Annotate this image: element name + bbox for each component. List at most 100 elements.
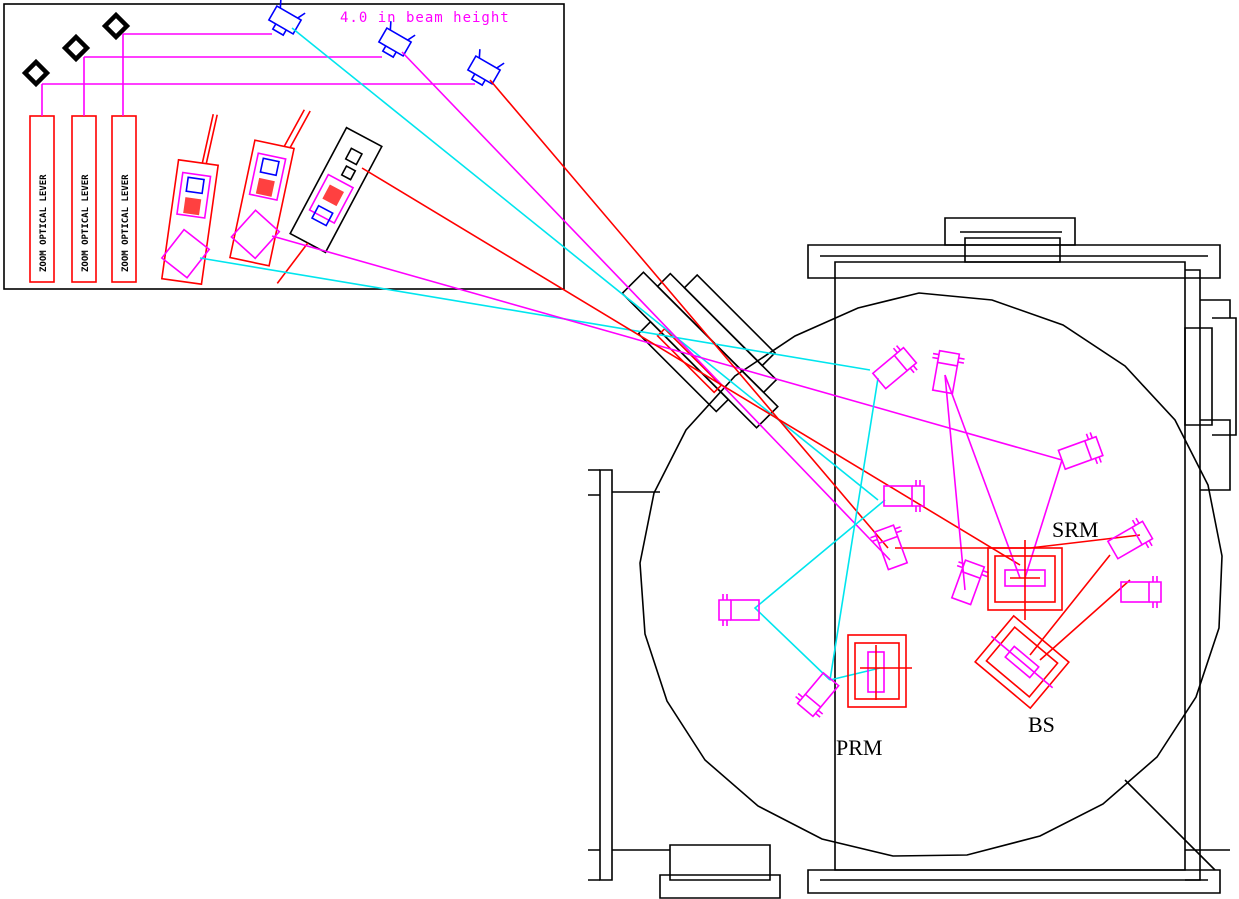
beam-magenta-b bbox=[271, 235, 1063, 461]
mount bbox=[377, 26, 413, 58]
prm-cage-outer bbox=[847, 634, 907, 708]
mirror-mount-h bbox=[1120, 576, 1162, 608]
mirror-face bbox=[66, 38, 86, 58]
bottom-port bbox=[659, 844, 781, 899]
mount-body bbox=[1106, 526, 1144, 560]
zoom-lever-3: ZOOM OPTICAL LEVER bbox=[111, 115, 137, 283]
assembly-stage bbox=[176, 171, 212, 219]
mount bbox=[267, 4, 303, 36]
mount-detail bbox=[956, 559, 989, 579]
sensor-assembly-3 bbox=[276, 126, 383, 284]
assembly-mirror bbox=[160, 228, 211, 279]
assembly-detector bbox=[259, 157, 280, 177]
beam-red-a bbox=[489, 79, 889, 549]
vacuum-chamber bbox=[588, 217, 1237, 899]
zoom-lever-1: ZOOM OPTICAL LEVER bbox=[29, 115, 55, 283]
beam-red-e bbox=[1029, 554, 1111, 656]
mount-detail bbox=[870, 524, 903, 544]
mirror-face bbox=[26, 63, 46, 83]
prm-axis bbox=[860, 645, 912, 700]
zoom-lever-2: ZOOM OPTICAL LEVER bbox=[71, 115, 97, 283]
beam-height-label: 4.0 in beam height bbox=[340, 10, 510, 26]
table-beams bbox=[41, 33, 475, 116]
left-flange bbox=[599, 469, 670, 881]
chamber-mirrors bbox=[718, 345, 1162, 718]
beam-magenta-e bbox=[944, 374, 966, 591]
assembly-post bbox=[276, 242, 309, 284]
top-port bbox=[944, 217, 1076, 263]
assembly-detector bbox=[310, 204, 334, 227]
beam-magenta-c bbox=[944, 374, 1021, 579]
zoom-lever-box bbox=[111, 115, 137, 283]
optical-table-outline bbox=[3, 3, 565, 290]
mount-detail bbox=[470, 49, 505, 87]
mount-detail bbox=[718, 594, 731, 626]
optical-table: 4.0 in beam height ZOOM OPTICAL LEVER ZO… bbox=[3, 0, 565, 290]
mount-body bbox=[950, 570, 982, 606]
viewport-nipple bbox=[683, 273, 777, 367]
sensor-assembly-1 bbox=[160, 114, 220, 286]
chamber-beams bbox=[753, 374, 1141, 681]
mount-detail bbox=[1084, 432, 1104, 465]
right-flange bbox=[1185, 269, 1231, 881]
mount-detail bbox=[912, 480, 925, 512]
bs-axis bbox=[990, 635, 1054, 689]
mirror-mount-f bbox=[950, 559, 989, 606]
mirror-face bbox=[106, 16, 126, 36]
assembly-lens bbox=[183, 197, 202, 216]
mirror-mount-e bbox=[870, 524, 909, 571]
mirror-mount-i bbox=[718, 594, 760, 626]
left-flange-ticks bbox=[588, 469, 600, 881]
mount-body bbox=[877, 535, 909, 571]
prm-optic bbox=[847, 634, 912, 708]
mount-detail bbox=[271, 0, 306, 37]
beam-red-c bbox=[895, 534, 1141, 549]
sensor-assembly-2 bbox=[229, 109, 311, 267]
assembly-plate bbox=[160, 158, 220, 286]
mount-body bbox=[883, 485, 913, 507]
beam-cyan-d bbox=[753, 499, 886, 681]
mount-body bbox=[931, 361, 959, 395]
zoom-lever-label: ZOOM OPTICAL LEVER bbox=[121, 174, 131, 272]
zoom-lever-label: ZOOM OPTICAL LEVER bbox=[81, 174, 91, 272]
prm-cage-inner bbox=[854, 642, 900, 700]
blue-mirror-3 bbox=[466, 49, 505, 87]
top-flange bbox=[807, 244, 1221, 279]
mount bbox=[466, 54, 502, 86]
assembly-stage bbox=[308, 173, 355, 225]
beam-cyan-b bbox=[199, 257, 871, 371]
mount-detail bbox=[932, 349, 965, 367]
bs-optic bbox=[974, 614, 1070, 710]
assembly-stage bbox=[248, 152, 287, 201]
viewport-glass bbox=[637, 320, 730, 413]
assembly-plate bbox=[229, 139, 295, 267]
mirror-mount-a bbox=[871, 345, 918, 390]
zoom-lever-label: ZOOM OPTICAL LEVER bbox=[39, 174, 49, 272]
chamber-corner-bottom-right bbox=[1124, 779, 1216, 871]
srm-optic bbox=[987, 540, 1063, 620]
mirror-mount-g bbox=[1106, 517, 1154, 560]
blue-mirror-1 bbox=[267, 0, 306, 37]
bottom-flange bbox=[807, 869, 1221, 894]
beam-lever-2 bbox=[83, 56, 382, 116]
srm-axis bbox=[1010, 540, 1040, 620]
assembly-detector bbox=[185, 176, 205, 195]
beam-cyan-a bbox=[291, 27, 879, 501]
pickoff-mirror-3 bbox=[101, 11, 131, 41]
assembly-lens bbox=[322, 184, 345, 207]
beam-lever-3 bbox=[122, 33, 272, 116]
assembly-post bbox=[283, 109, 311, 149]
assembly-mirror bbox=[230, 209, 281, 260]
long-beams bbox=[199, 27, 1063, 566]
mount-detail bbox=[892, 345, 918, 374]
mirror-mount-j bbox=[795, 671, 840, 718]
mirror-mount-c bbox=[1057, 432, 1104, 471]
right-port bbox=[1184, 317, 1237, 436]
mount-body bbox=[871, 354, 909, 390]
beam-red-b bbox=[361, 167, 1021, 566]
blue-mirror-2 bbox=[377, 21, 416, 59]
mount-body bbox=[1120, 581, 1150, 603]
mirror-mount-b bbox=[931, 349, 965, 395]
